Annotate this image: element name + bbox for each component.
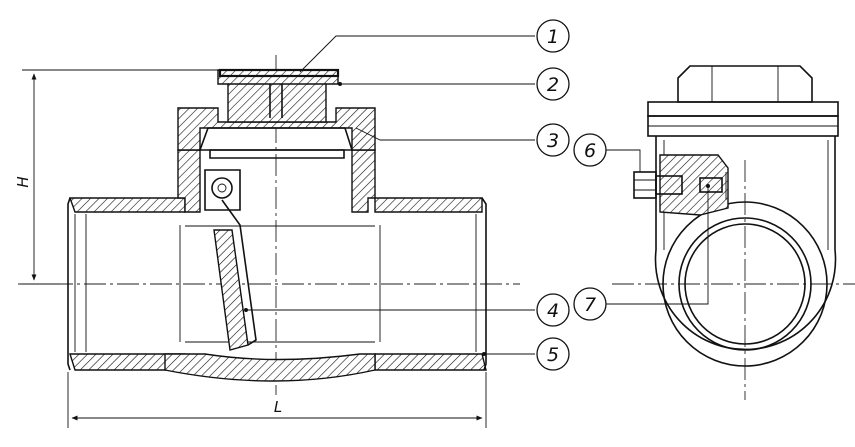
leader-4-dot	[244, 308, 248, 312]
left-socket-wall-top	[69, 197, 186, 213]
leader-1	[299, 35, 535, 73]
dimension-h-label: H	[14, 176, 32, 187]
side-plug-shank	[655, 175, 683, 195]
body-bottom	[164, 353, 376, 382]
side-outer-socket-circle	[662, 201, 828, 367]
leader-5-dot	[482, 352, 486, 356]
body-right-neck	[351, 149, 376, 213]
side-view	[604, 65, 855, 400]
side-hex-cap	[677, 65, 813, 103]
side-thread-circle	[678, 217, 812, 351]
leader-7	[604, 186, 709, 305]
callout-4: 4	[536, 293, 570, 327]
callout-3-label: 3	[547, 130, 559, 152]
callout-7: 7	[573, 287, 607, 321]
cap-top-seal	[218, 68, 340, 78]
right-socket-wall-bottom	[374, 353, 487, 371]
bonnet-cap	[217, 69, 339, 123]
side-hinge-boss	[659, 154, 729, 216]
side-plug-head-lines	[634, 179, 656, 191]
callout-2-label: 2	[547, 74, 559, 96]
callout-5-label: 5	[547, 344, 559, 366]
front-section-view: H L	[14, 35, 535, 428]
callout-1: 1	[536, 19, 570, 53]
side-plug-head	[633, 171, 657, 199]
dimension-l-label: L	[274, 398, 282, 416]
hinge-pin	[211, 177, 233, 199]
leader-2-dot	[338, 82, 342, 86]
leader-6	[604, 149, 641, 172]
inner-nut-base	[209, 149, 345, 159]
callout-6: 6	[573, 133, 607, 167]
inner-nut	[198, 127, 354, 151]
side-pin	[699, 177, 723, 193]
callout-4-label: 4	[547, 300, 559, 322]
side-bore-circle	[684, 223, 806, 345]
cap-center-flats	[269, 84, 283, 118]
callout-7-label: 7	[584, 294, 596, 316]
side-hex-flats	[711, 66, 779, 102]
leader-3	[355, 127, 535, 141]
hinge-bracket	[204, 169, 241, 211]
callout-6-label: 6	[584, 140, 596, 162]
hinge-pin-center	[217, 183, 227, 193]
callout-5: 5	[536, 337, 570, 371]
disc-arm	[221, 199, 257, 346]
right-end-face	[481, 197, 487, 371]
callout-2: 2	[536, 67, 570, 101]
callout-3: 3	[536, 123, 570, 157]
leader-7-dot	[706, 184, 710, 188]
right-socket-wall-top	[374, 197, 483, 213]
left-end-face	[67, 197, 71, 371]
side-flange-top	[647, 101, 839, 117]
callout-1-label: 1	[547, 26, 559, 48]
